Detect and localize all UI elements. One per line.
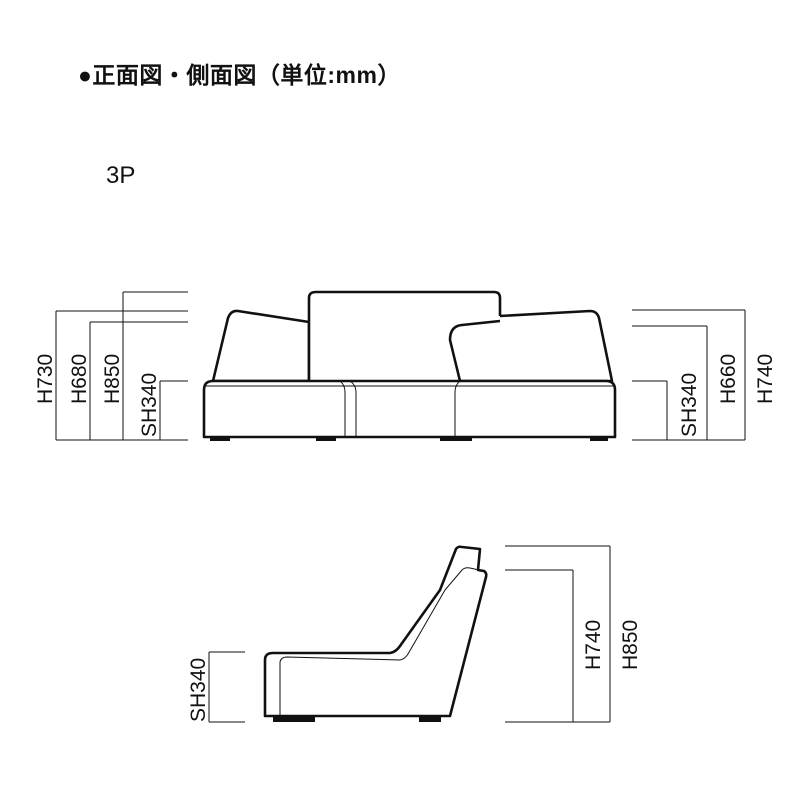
front-center-back bbox=[307, 290, 502, 381]
model-label: 3P bbox=[106, 162, 136, 189]
front-seat bbox=[202, 379, 617, 439]
dim-sh340: SH340 bbox=[138, 373, 161, 437]
dim-h740: H740 bbox=[754, 354, 777, 404]
front-view: H730 H680 H850 SH340 SH340 H660 H740 bbox=[34, 290, 777, 441]
front-right-dimensions: SH340 H660 H740 bbox=[632, 309, 777, 441]
side-dimensions: SH340 H740 H850 bbox=[187, 545, 642, 723]
front-left-back bbox=[211, 309, 311, 383]
front-feet bbox=[210, 437, 608, 441]
dim-side-h740: H740 bbox=[582, 620, 605, 670]
dim-h660: H660 bbox=[717, 354, 740, 404]
dim-h730: H730 bbox=[34, 354, 57, 404]
dim-side-sh340: SH340 bbox=[187, 658, 210, 722]
dim-sh340-right: SH340 bbox=[678, 373, 701, 437]
dim-h680: H680 bbox=[68, 354, 91, 404]
side-feet bbox=[273, 716, 441, 722]
side-view: SH340 H740 H850 bbox=[187, 545, 642, 723]
front-left-dimensions: H730 H680 H850 SH340 bbox=[34, 291, 188, 441]
side-body bbox=[263, 545, 488, 718]
dim-h850: H850 bbox=[101, 354, 124, 404]
page-title: ●正面図・側面図（単位:mm） bbox=[78, 62, 401, 88]
dim-side-h850: H850 bbox=[619, 620, 642, 670]
